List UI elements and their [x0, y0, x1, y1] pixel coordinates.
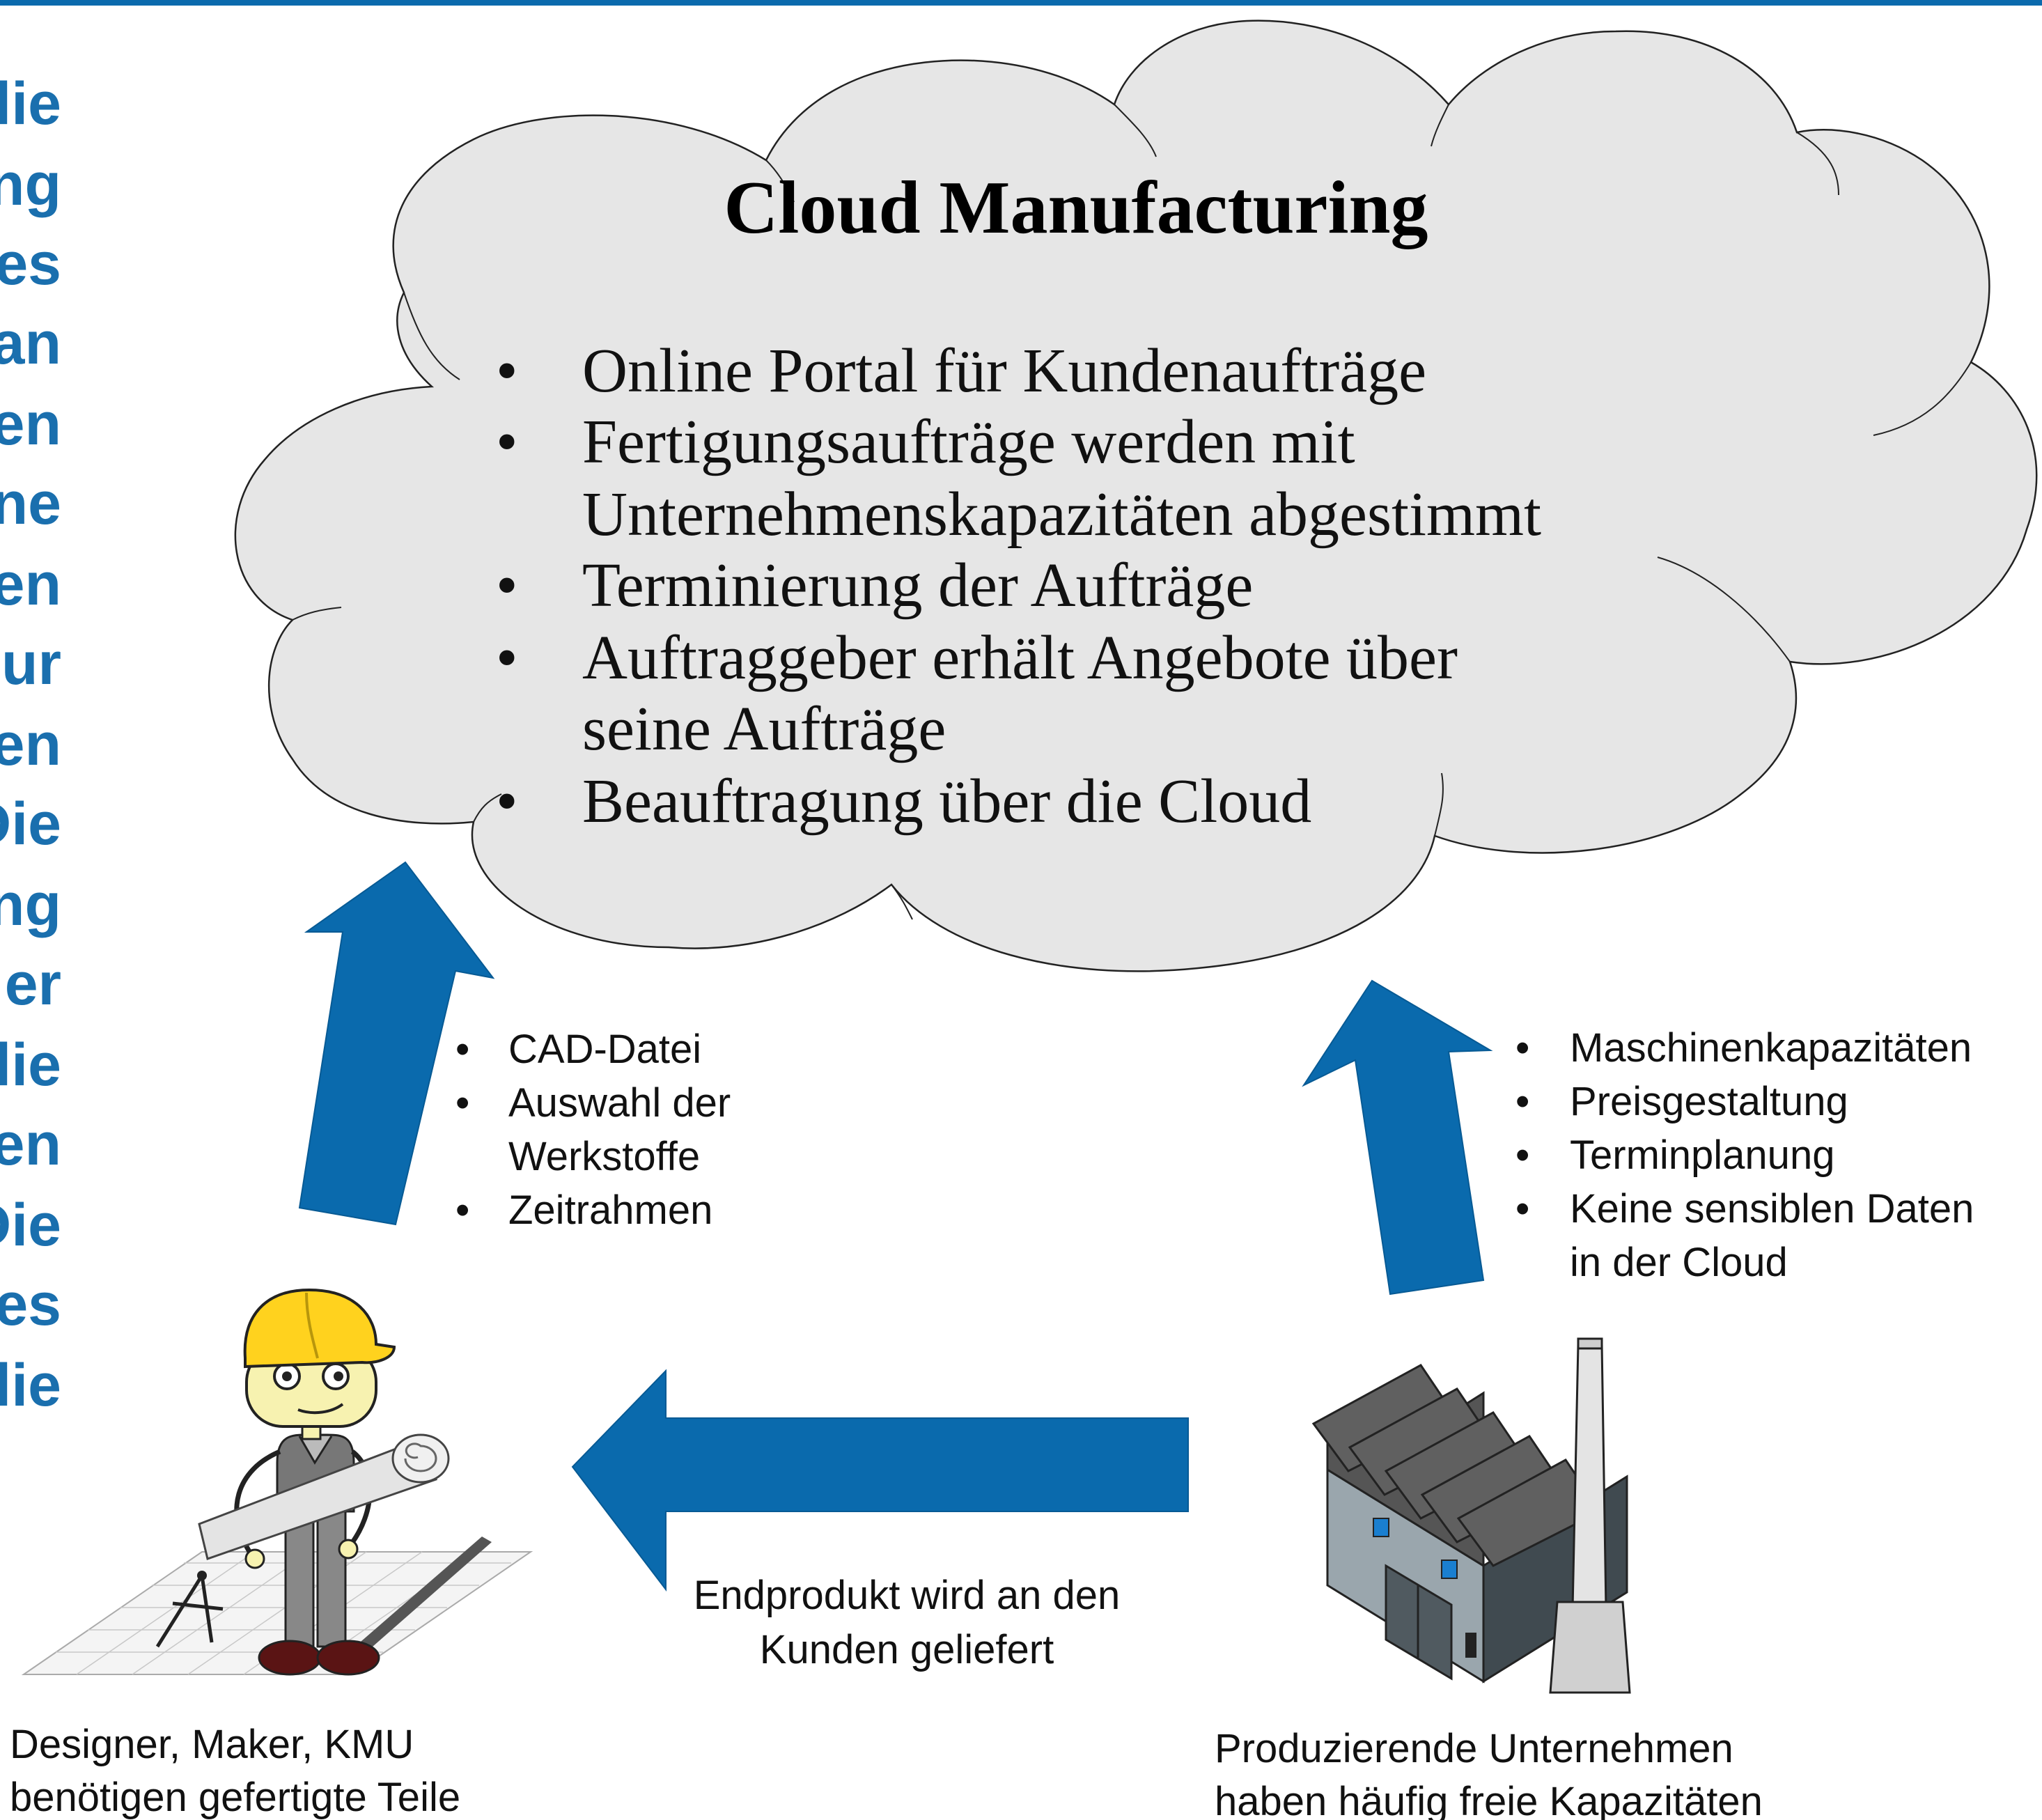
delivery-caption-line: Kunden geliefert	[760, 1627, 1054, 1672]
bullet-dot: •	[455, 1027, 469, 1072]
bullet-dot: •	[496, 407, 518, 476]
top-rule	[0, 0, 2042, 6]
cloud-bullet-list: • Online Portal für Kundenaufträge • Fer…	[496, 336, 1541, 836]
cloud-item: Terminierung der Aufträge	[582, 551, 1253, 620]
delivery-caption-line: Endprodukt wird an den	[694, 1573, 1121, 1618]
side-fragment: en	[0, 551, 61, 618]
bullet-dot: •	[496, 551, 518, 620]
upload-arrow-left	[298, 861, 495, 1226]
bullet-dot: •	[1515, 1079, 1529, 1124]
side-fragment: an	[0, 310, 61, 377]
bullet-dot: •	[496, 623, 518, 692]
bullet-dot: •	[1515, 1133, 1529, 1178]
side-fragment: ur	[1, 630, 61, 697]
side-fragment: Die	[0, 1192, 61, 1259]
cloud-title: Cloud Manufacturing	[724, 166, 1428, 249]
designer-caption-line: benötigen gefertigte Teile	[10, 1775, 460, 1820]
company-input-item: in der Cloud	[1570, 1240, 1788, 1285]
customer-inputs-list: • CAD-Datei • Auswahl der Werkstoffe • Z…	[455, 1027, 731, 1233]
delivery-arrow	[571, 1369, 1189, 1592]
bullet-dot: •	[455, 1080, 469, 1126]
side-fragment: lie	[0, 1352, 61, 1419]
company-input-item: Preisgestaltung	[1570, 1079, 1848, 1124]
side-fragment: ne	[0, 470, 61, 537]
bullet-dot: •	[1515, 1186, 1529, 1231]
designer-illustration	[21, 1288, 533, 1676]
side-fragment: er	[5, 951, 61, 1018]
cloud-shape	[234, 20, 2038, 972]
cloud-item: seine Aufträge	[582, 694, 946, 763]
cloud-item: Beauftragung über die Cloud	[582, 767, 1311, 836]
side-fragment: Die	[0, 791, 61, 857]
company-caption-line: Produzierende Unternehmen	[1215, 1726, 1733, 1771]
side-fragment: es	[0, 1271, 61, 1338]
side-fragment: lie	[0, 70, 61, 137]
customer-input-item: Zeitrahmen	[508, 1188, 712, 1233]
cloud-item: Auftraggeber erhält Angebote über	[582, 623, 1458, 692]
customer-input-item: Auswahl der	[508, 1080, 731, 1126]
company-inputs-list: • Maschinenkapazitäten • Preisgestaltung…	[1515, 1025, 1974, 1285]
side-fragment: en	[0, 711, 61, 778]
company-caption-line: haben häufig freie Kapazitäten	[1215, 1779, 1763, 1820]
side-fragment: en	[0, 1111, 61, 1178]
bullet-dot: •	[455, 1188, 469, 1233]
factory-illustration	[1311, 1337, 1631, 1694]
bullet-dot: •	[1515, 1025, 1529, 1071]
cloud-item: Online Portal für Kundenaufträge	[582, 336, 1426, 405]
customer-input-item: CAD-Datei	[508, 1027, 701, 1072]
side-fragment: ng	[0, 151, 61, 218]
cloud-item: Fertigungsaufträge werden mit	[582, 407, 1355, 476]
side-text-column: lie ng es an en ne en ur en Die ng er li…	[0, 70, 61, 1419]
side-fragment: es	[0, 231, 61, 297]
company-input-item: Terminplanung	[1570, 1133, 1834, 1178]
side-fragment: en	[0, 391, 61, 458]
designer-caption-line: Designer, Maker, KMU	[10, 1722, 414, 1767]
company-input-item: Maschinenkapazitäten	[1570, 1025, 1972, 1071]
customer-input-item: Werkstoffe	[508, 1134, 700, 1179]
upload-arrow-right	[1302, 979, 1493, 1296]
bullet-dot: •	[496, 767, 518, 836]
cloud-item: Unternehmenskapazitäten abgestimmt	[582, 480, 1541, 549]
bullet-dot: •	[496, 336, 518, 405]
side-fragment: ng	[0, 871, 61, 938]
side-fragment: lie	[0, 1032, 61, 1098]
company-input-item: Keine sensiblen Daten	[1570, 1186, 1974, 1231]
